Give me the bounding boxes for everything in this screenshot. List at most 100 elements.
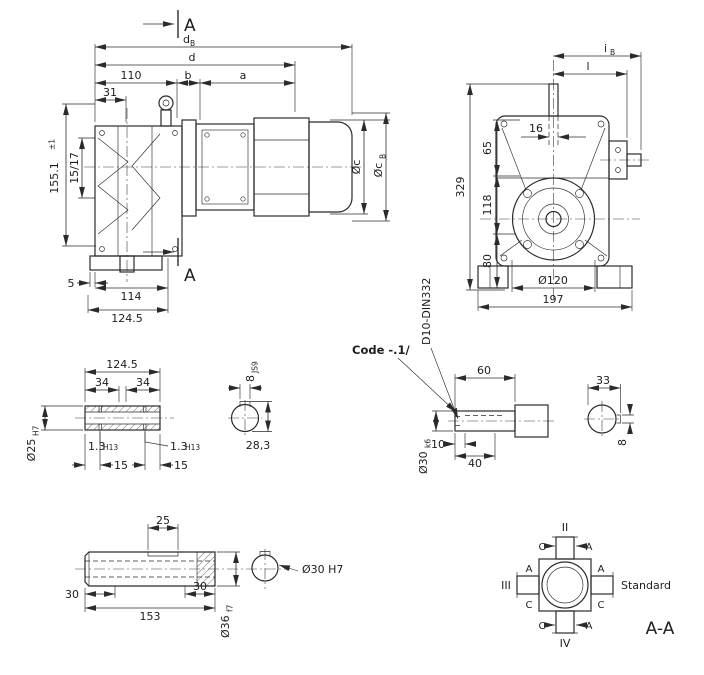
mount-bolt [240,132,246,138]
mount-bolt [204,196,210,202]
eyebolt-ring [158,95,174,111]
input-shaft [548,83,559,117]
centerlines [75,400,262,436]
dim-groove-right: 1.3 [170,440,188,453]
dim-197: 197 [543,293,564,306]
housing-bolt [172,246,178,252]
keyway-slot [616,414,621,424]
dim-ocb-main: Øc [372,163,385,178]
side-shaft-stub [626,153,642,167]
dim-ib-main: i [604,42,607,55]
bore-lines [85,411,160,425]
keyway-slot [239,401,251,407]
corner-label-top-right: A [586,542,593,553]
shaft-outline [84,405,161,431]
centerlines [75,549,290,589]
dim-bore-fit: H7 [32,425,41,436]
dim-dia-fit: f7 [226,604,235,612]
eyebolt-ring-inner [162,99,170,107]
extension-lines [84,524,240,612]
boss-circle-mid [522,187,585,251]
bolt-hole [523,189,532,198]
mount-bolt [240,196,246,202]
dim-33: 33 [596,374,610,387]
code-leader [397,357,457,413]
dim-groove-left-fit: H13 [103,443,118,452]
circlip-groove [143,405,147,413]
foot-left [477,265,509,289]
bore-circle [545,210,562,228]
dim-ocb-sub: B [379,154,388,159]
dim-60: 60 [477,364,491,377]
housing-bolt [99,246,105,252]
dim-153: 153 [140,610,161,623]
housing-outline [495,115,610,267]
dim-b: b [185,69,192,82]
output-shaft-detail: 25 30 30 153 Ø36 f7 Ø30 H7 [65,514,343,638]
bolt-hole [523,240,532,249]
dim-5: 5 [68,277,75,290]
dim-30-right: 30 [193,580,207,593]
dim-155: 155.1 [48,162,61,194]
eyebolt-stem [160,109,172,127]
bore-end-circle [230,403,260,433]
bore-label-leader [278,564,299,572]
corner-label-top-left: C [539,542,546,553]
housing-bolt [172,130,178,136]
dim-118: 118 [481,195,494,216]
dim-key-width: 8 [616,439,629,446]
dim-dia-main: Ø30 [417,451,430,474]
output-stub [119,255,135,273]
dim-329: 329 [454,177,467,198]
corner-label-bottom-left: C [539,621,546,632]
corner-label-right-bottom: C [598,600,605,611]
position-label-left: III [501,579,511,592]
corner-bolt [597,120,605,128]
dim-ib-sub: B [610,48,615,57]
corner-bolt [597,254,605,262]
dim-key-main: 8 [244,375,257,382]
section-hatch [197,552,215,586]
extension-lines [62,44,390,313]
bore-label: Ø30 H7 [302,563,343,576]
housing-circle-outer [541,561,589,609]
dim-40: 40 [468,457,482,470]
dim-dia-fit: k6 [424,439,433,448]
dim-110: 110 [121,69,142,82]
extension-lines [432,374,634,460]
dim-124-5: 124.5 [106,358,138,371]
input-shaft-hidden [548,116,559,146]
centerlines [84,108,362,282]
dim-l: l [586,60,589,73]
gearbox-rib-lines [97,126,161,256]
side-view: A A d B d 110 b a 31 155.1 ±1 15/17 Øc Ø… [48,10,390,325]
dim-114: 114 [121,290,142,303]
stub-right [590,575,614,595]
gearbox-housing-outline [94,125,183,257]
dim-db-main: d [183,33,190,46]
wall-hatch-bottom [85,424,160,430]
boss-circle-outer [511,177,596,261]
dim-28-3: 28,3 [246,439,271,452]
dim-80: 80 [481,254,494,268]
shaft-stub-section [514,404,549,438]
motor-flange [181,119,197,217]
stub-bottom [555,610,575,634]
dim-15-left: 15 [114,459,128,472]
stub-top [555,536,575,560]
section-label-bottom: A [184,266,196,286]
code-label: Code -.1/ [352,343,411,357]
standard-label: Standard [621,579,671,592]
corner-label-left-bottom: C [526,600,533,611]
corner-label-left-top: A [526,564,533,575]
motor-body-lines [254,122,310,212]
position-label-bottom: IV [560,637,571,650]
housing-square [538,558,592,612]
shaft-end-circle [587,404,617,434]
bore-hidden-lines [85,560,215,578]
input-shaft-detail: Code -.1/ D10-DIN332 60 10 40 Ø30 k6 33 … [352,278,634,474]
din-label: D10-DIN332 [420,278,433,345]
dim-15-17: 15/17 [68,152,81,184]
front-view: i B l 16 329 65 118 80 Ø120 197 [454,42,652,311]
